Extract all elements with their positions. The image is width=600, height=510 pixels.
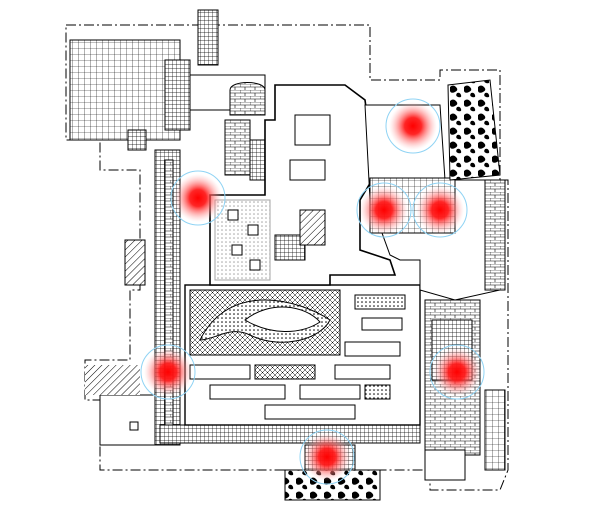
west-terrace-band xyxy=(85,365,140,395)
hotspot-ring xyxy=(429,344,485,400)
hotspot-glow xyxy=(174,174,222,222)
hotspot-glow xyxy=(303,433,351,481)
hotspot-ring xyxy=(299,429,355,485)
west-steps xyxy=(124,239,146,286)
hotspot-marker-north-east-entrance[interactable] xyxy=(385,98,441,154)
hotspot-glow xyxy=(360,186,408,234)
hotspot-ring xyxy=(385,98,441,154)
south-walkway xyxy=(159,424,421,444)
hotspot-ring xyxy=(140,344,196,400)
east-rock-garden xyxy=(447,79,501,181)
hotspot-marker-east-stair-court[interactable] xyxy=(429,344,485,400)
plan-linework xyxy=(65,9,509,501)
site-boundary xyxy=(65,24,509,501)
hotspot-marker-west-lounge[interactable] xyxy=(170,170,226,226)
hotspot-marker-east-terrace[interactable] xyxy=(412,182,468,238)
hotspot-marker-central-atrium-east[interactable] xyxy=(356,182,412,238)
court-garden-curve-2 xyxy=(244,306,321,332)
hotspot-marker-south-entrance[interactable] xyxy=(299,429,355,485)
hotspot-glow xyxy=(433,348,481,396)
hotspot-ring xyxy=(170,170,226,226)
hotspot-ring xyxy=(356,182,412,238)
hotspot-marker-west-walkway[interactable] xyxy=(140,344,196,400)
north-stair xyxy=(197,9,219,66)
upper-walkway xyxy=(164,59,191,131)
hotspot-glow xyxy=(416,186,464,234)
hotspot-layer xyxy=(140,98,485,485)
hotspot-glow xyxy=(389,102,437,150)
hotspot-ring xyxy=(412,182,468,238)
west-annex xyxy=(99,394,156,446)
hotspot-glow xyxy=(144,348,192,396)
north-west-terrace xyxy=(69,39,181,141)
stair-block xyxy=(229,82,266,116)
